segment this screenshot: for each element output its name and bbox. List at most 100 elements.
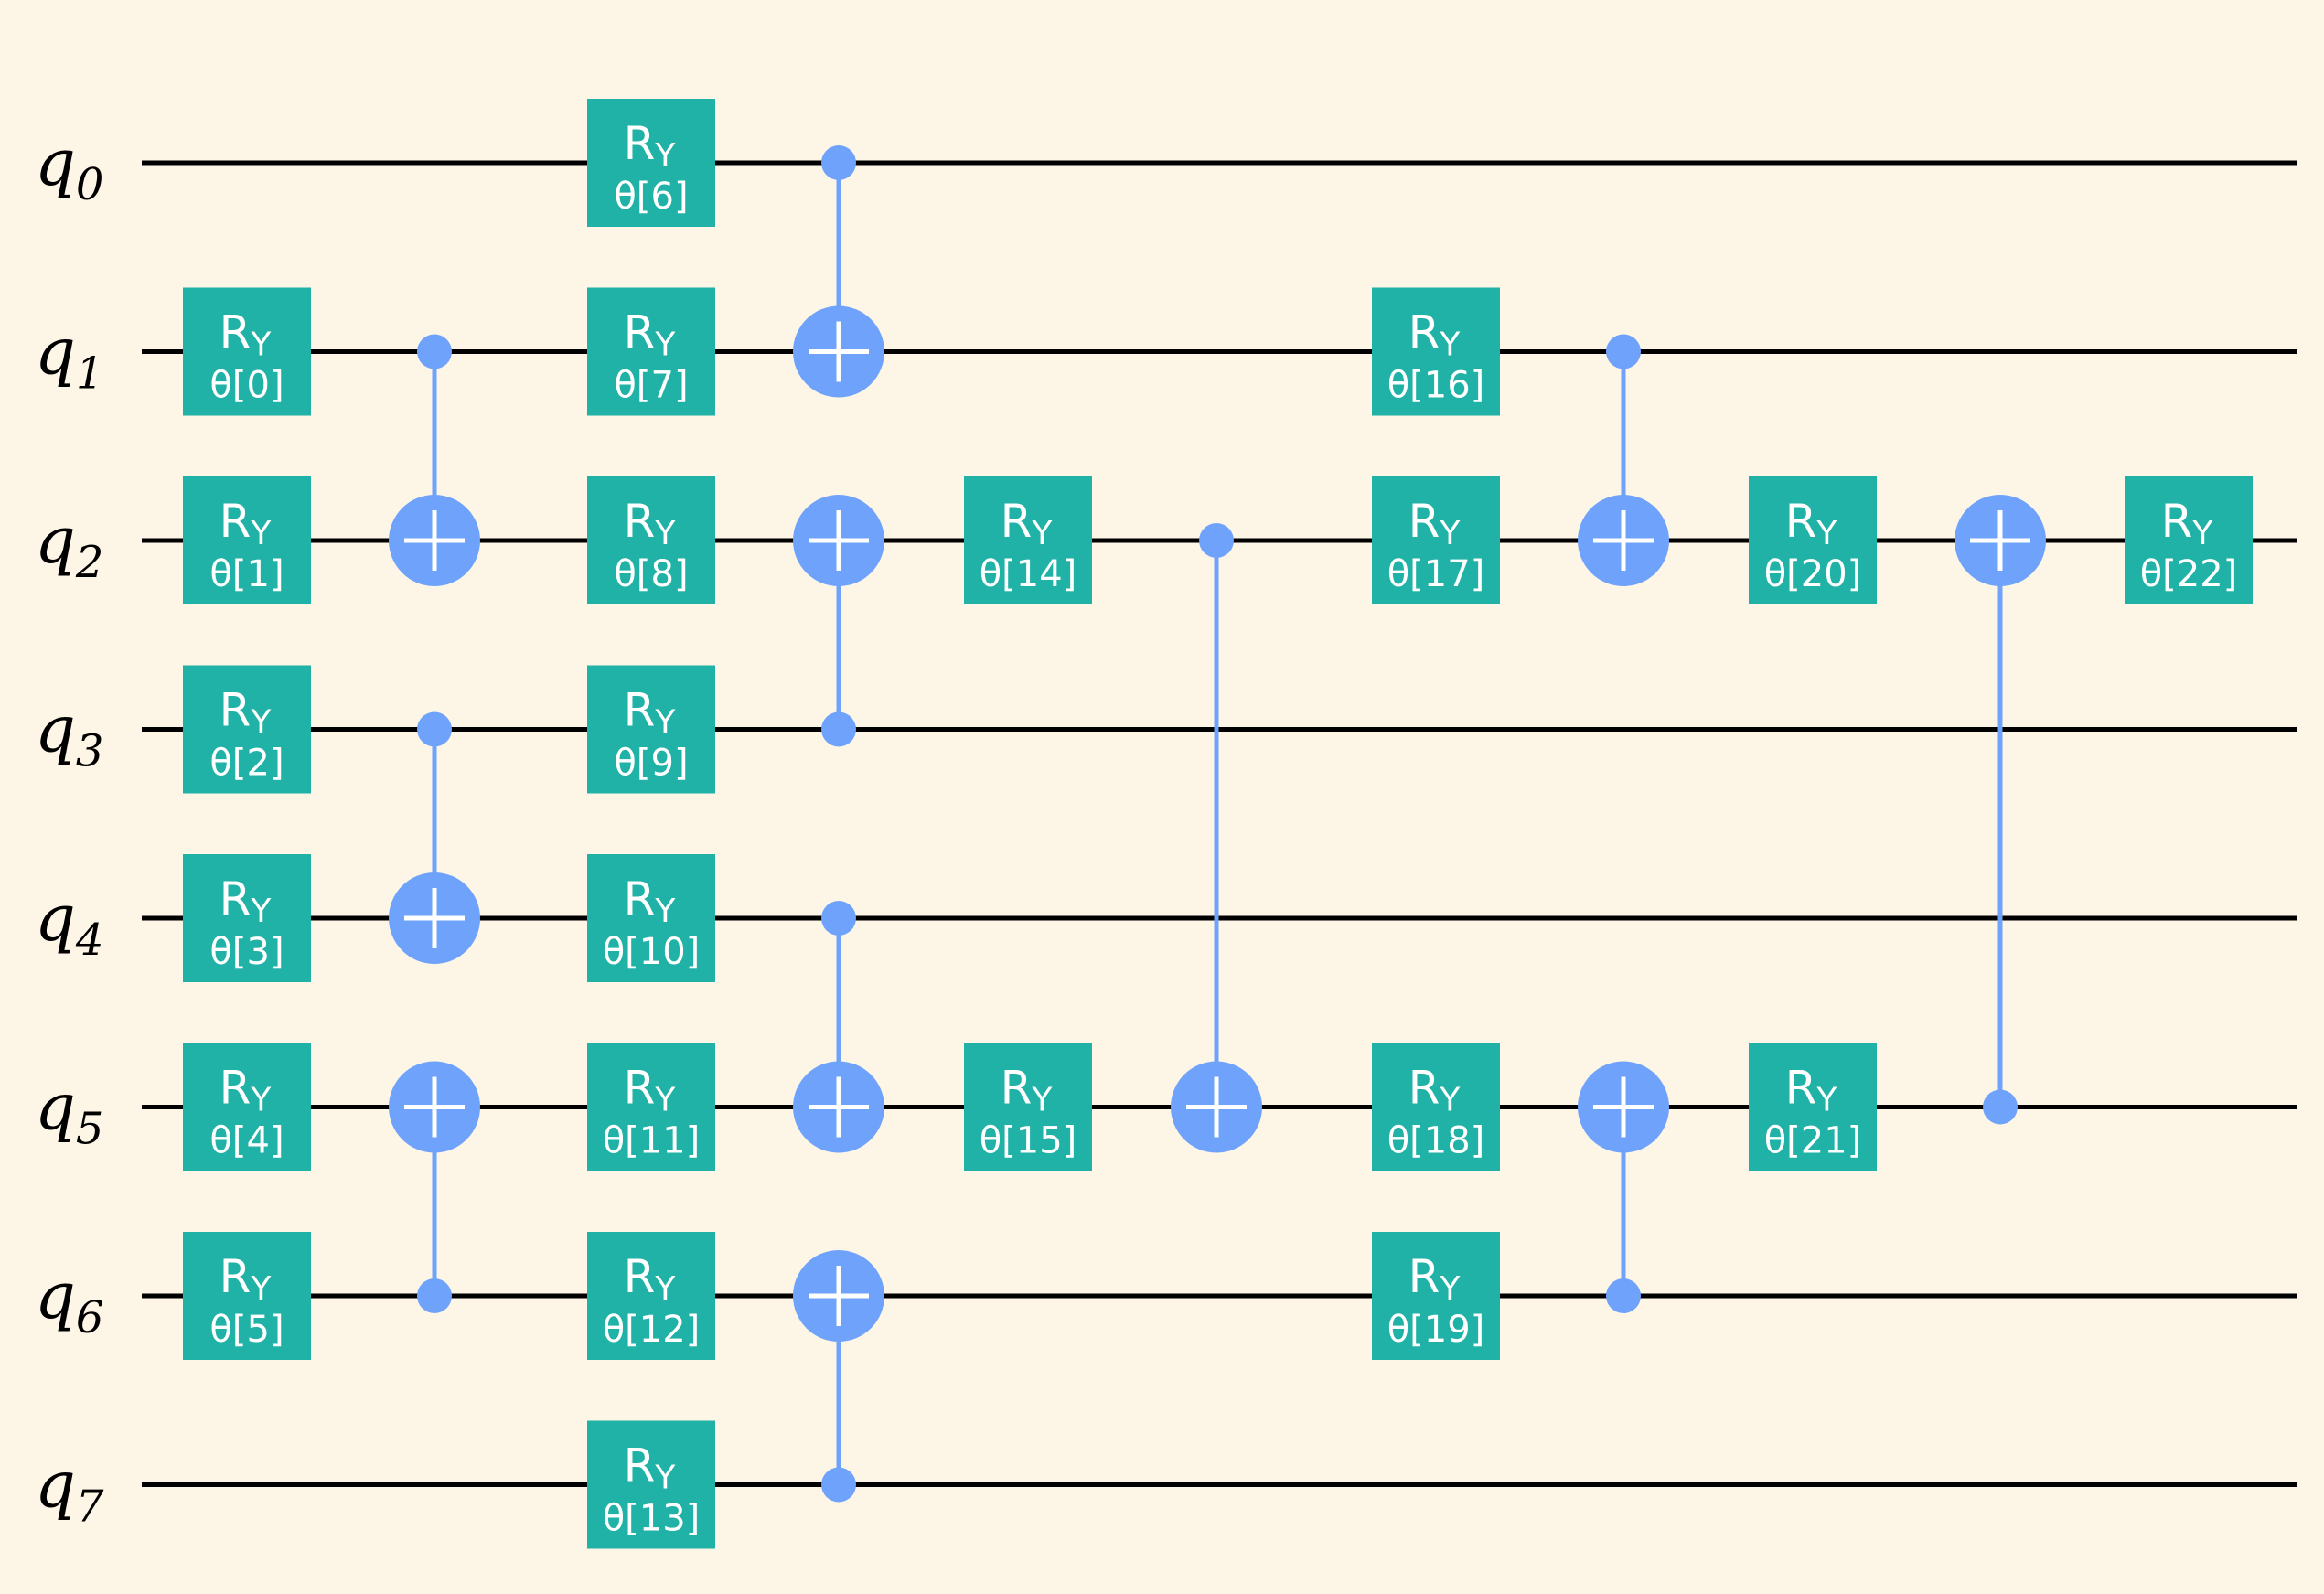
ry-gate: RYθ[7] [587, 287, 715, 416]
gate-name: RY [1001, 495, 1054, 552]
gate-name: RY [1408, 1250, 1462, 1308]
gate-name: RY [1001, 1062, 1054, 1119]
ry-gate: RYθ[14] [964, 476, 1092, 604]
gate-box [587, 99, 715, 227]
gate-box [587, 1420, 715, 1549]
cnot-control-dot [821, 901, 856, 936]
cnot-target [1955, 495, 2046, 586]
gate-box [587, 1232, 715, 1360]
cnot-gate [793, 495, 884, 747]
cnot-target [1578, 1061, 1669, 1153]
gate-box [2125, 476, 2253, 604]
gate-name: RY [624, 684, 677, 742]
gate-param: θ[16] [1387, 365, 1485, 407]
gate-box [183, 287, 311, 416]
gate-box [183, 476, 311, 604]
ry-gate: RYθ[22] [2125, 476, 2253, 604]
gate-box [1372, 476, 1500, 604]
gate-param: θ[22] [2140, 553, 2238, 595]
ry-gate: RYθ[12] [587, 1232, 715, 1360]
gate-box [1372, 1232, 1500, 1360]
cnot-control-dot [821, 711, 856, 747]
cnot-target [389, 1061, 480, 1153]
cnot-nodes [389, 145, 2046, 1503]
gate-param: θ[0] [209, 365, 284, 407]
gate-param: θ[1] [209, 553, 284, 595]
gate-box [587, 1043, 715, 1171]
qubit-label-3: q3 [35, 692, 103, 777]
ry-gate: RYθ[1] [183, 476, 311, 604]
gate-box [964, 1043, 1092, 1171]
ry-gate: RYθ[0] [183, 287, 311, 416]
cnot-target [793, 305, 884, 398]
gate-box [587, 854, 715, 982]
ry-gate: RYθ[18] [1372, 1043, 1500, 1171]
gate-box [587, 287, 715, 416]
gate-name: RY [220, 495, 273, 552]
ry-gate: RYθ[10] [587, 854, 715, 982]
gate-box [1372, 287, 1500, 416]
ry-gate: RYθ[2] [183, 665, 311, 794]
ry-gate: RYθ[9] [587, 665, 715, 794]
qubit-wires [142, 160, 2297, 1487]
gate-param: θ[17] [1387, 553, 1485, 595]
cnot-target [793, 495, 884, 586]
gate-name: RY [1408, 306, 1462, 364]
gate-param: θ[15] [980, 1120, 1077, 1162]
qubit-label-2: q2 [35, 503, 103, 588]
ry-gate: RYθ[15] [964, 1043, 1092, 1171]
gate-name: RY [624, 1062, 677, 1119]
gate-param: θ[3] [209, 931, 284, 973]
ry-gate: RYθ[11] [587, 1043, 715, 1171]
gate-box [183, 1043, 311, 1171]
gate-param: θ[10] [603, 931, 701, 973]
ry-gate: RYθ[4] [183, 1043, 311, 1171]
ry-gate: RYθ[16] [1372, 287, 1500, 416]
gate-name: RY [624, 872, 677, 930]
gate-box [1372, 1043, 1500, 1171]
cnot-gate [389, 334, 480, 586]
gate-param: θ[2] [209, 743, 284, 785]
gate-param: θ[18] [1387, 1120, 1485, 1162]
cnot-control-dot [417, 334, 452, 369]
cnot-gate [389, 711, 480, 964]
gate-name: RY [220, 1062, 273, 1119]
cnot-target [389, 495, 480, 586]
cnot-control-dot [821, 145, 856, 180]
gate-param: θ[19] [1387, 1309, 1485, 1351]
cnot-gate [1171, 523, 1262, 1153]
gate-param: θ[21] [1764, 1120, 1862, 1162]
cnot-target [1578, 495, 1669, 586]
gate-box [183, 854, 311, 982]
qubit-label-5: q5 [35, 1070, 103, 1155]
gate-box [587, 476, 715, 604]
gate-box [1749, 476, 1877, 604]
gate-param: θ[20] [1764, 553, 1862, 595]
gate-name: RY [1785, 1062, 1838, 1119]
cnot-control-dot [417, 711, 452, 747]
gate-param: θ[13] [603, 1498, 701, 1540]
gate-param: θ[7] [614, 365, 688, 407]
ry-gate: RYθ[3] [183, 854, 311, 982]
gate-param: θ[14] [980, 553, 1077, 595]
gate-name: RY [2161, 495, 2214, 552]
gate-name: RY [220, 872, 273, 930]
cnot-target [1171, 1061, 1262, 1153]
gate-param: θ[8] [614, 553, 688, 595]
gate-name: RY [220, 1250, 273, 1308]
cnot-gate [389, 1061, 480, 1313]
gate-param: θ[12] [603, 1309, 701, 1351]
gate-box [183, 1232, 311, 1360]
ry-gate: RYθ[21] [1749, 1043, 1877, 1171]
ry-gate: RYθ[17] [1372, 476, 1500, 604]
gate-box [964, 476, 1092, 604]
ry-gate: RYθ[13] [587, 1420, 715, 1549]
qubit-label-7: q7 [35, 1448, 104, 1533]
gate-name: RY [220, 684, 273, 742]
gate-param: θ[5] [209, 1309, 284, 1351]
gate-name: RY [624, 306, 677, 364]
gate-param: θ[9] [614, 743, 688, 785]
cnot-gate [1578, 1061, 1669, 1313]
gate-param: θ[4] [209, 1120, 284, 1162]
